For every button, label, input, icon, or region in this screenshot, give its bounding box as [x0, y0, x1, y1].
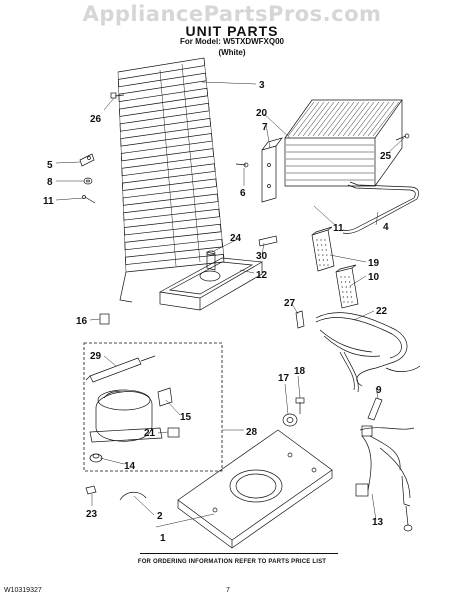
- callout-4: 4: [383, 222, 389, 233]
- evaporator-coil: [284, 99, 403, 187]
- callout-27: 27: [284, 298, 296, 309]
- callout-7: 7: [262, 122, 268, 133]
- callout-29: 29: [90, 351, 102, 362]
- callout-20: 20: [256, 108, 268, 119]
- fitting: [258, 235, 278, 247]
- drain-tube: [206, 250, 216, 271]
- screw: [235, 162, 249, 168]
- drain-heater-tube: [342, 181, 419, 234]
- drain-pan: [158, 257, 264, 311]
- clip: [295, 310, 305, 329]
- model-label: For Model: W5TXDWFXQ00: [180, 37, 284, 46]
- base-plate: [177, 429, 333, 549]
- callout-1: 1: [160, 533, 166, 544]
- callout-6: 6: [240, 188, 246, 199]
- color-label: (White): [218, 48, 246, 57]
- document-number: W10319327: [4, 587, 42, 594]
- footer-rule: [140, 553, 338, 554]
- callout-15: 15: [180, 412, 192, 423]
- callout-26: 26: [90, 114, 102, 125]
- callout-21: 21: [144, 428, 156, 439]
- coiled-tubing: [315, 312, 421, 393]
- callout-2: 2: [157, 511, 163, 522]
- callout-12: 12: [256, 270, 268, 281]
- callout-28: 28: [246, 427, 258, 438]
- tube: [367, 397, 383, 421]
- diagram-title: UNIT PARTS: [185, 23, 279, 39]
- callout-23: 23: [86, 509, 98, 520]
- callout-16: 16: [76, 316, 88, 327]
- relay-clip: [99, 313, 110, 325]
- callout-8: 8: [47, 177, 53, 188]
- screw: [110, 92, 125, 99]
- callout-11-right: 11: [333, 223, 344, 234]
- clip-and-grommet: [79, 153, 96, 204]
- callout-25: 25: [380, 151, 392, 162]
- leader-lines: [55, 81, 405, 528]
- wiring-harness: [355, 425, 415, 532]
- watermark-text: AppliancePartsPros.com: [82, 2, 382, 26]
- callout-10: 10: [368, 272, 380, 283]
- callout-14: 14: [124, 461, 136, 472]
- condenser-coil: [117, 57, 225, 303]
- callout-9: 9: [376, 385, 382, 396]
- callout-5: 5: [47, 160, 53, 171]
- callout-24: 24: [230, 233, 242, 244]
- callout-18: 18: [294, 366, 306, 377]
- callout-13: 13: [372, 517, 384, 528]
- compressor-assembly: [83, 342, 223, 472]
- page-number: 7: [226, 587, 230, 594]
- grommet-and-bolt: [282, 397, 305, 427]
- callout-3: 3: [259, 80, 265, 91]
- callout-22: 22: [376, 306, 388, 317]
- callout-30: 30: [256, 251, 268, 262]
- callout-17: 17: [278, 373, 290, 384]
- ordering-note: FOR ORDERING INFORMATION REFER TO PARTS …: [137, 559, 327, 565]
- callout-19: 19: [368, 258, 380, 269]
- screw: [395, 133, 410, 141]
- insulation-block: [311, 226, 335, 272]
- callout-11-left: 11: [43, 196, 54, 207]
- insulation-block: [335, 264, 359, 309]
- spring-clip: [85, 485, 147, 501]
- callout-labels: 1 2 3 4 5 6 7 8 9 10 11 11 12 13 14 15 1…: [43, 80, 392, 544]
- mounting-bracket: [261, 137, 283, 203]
